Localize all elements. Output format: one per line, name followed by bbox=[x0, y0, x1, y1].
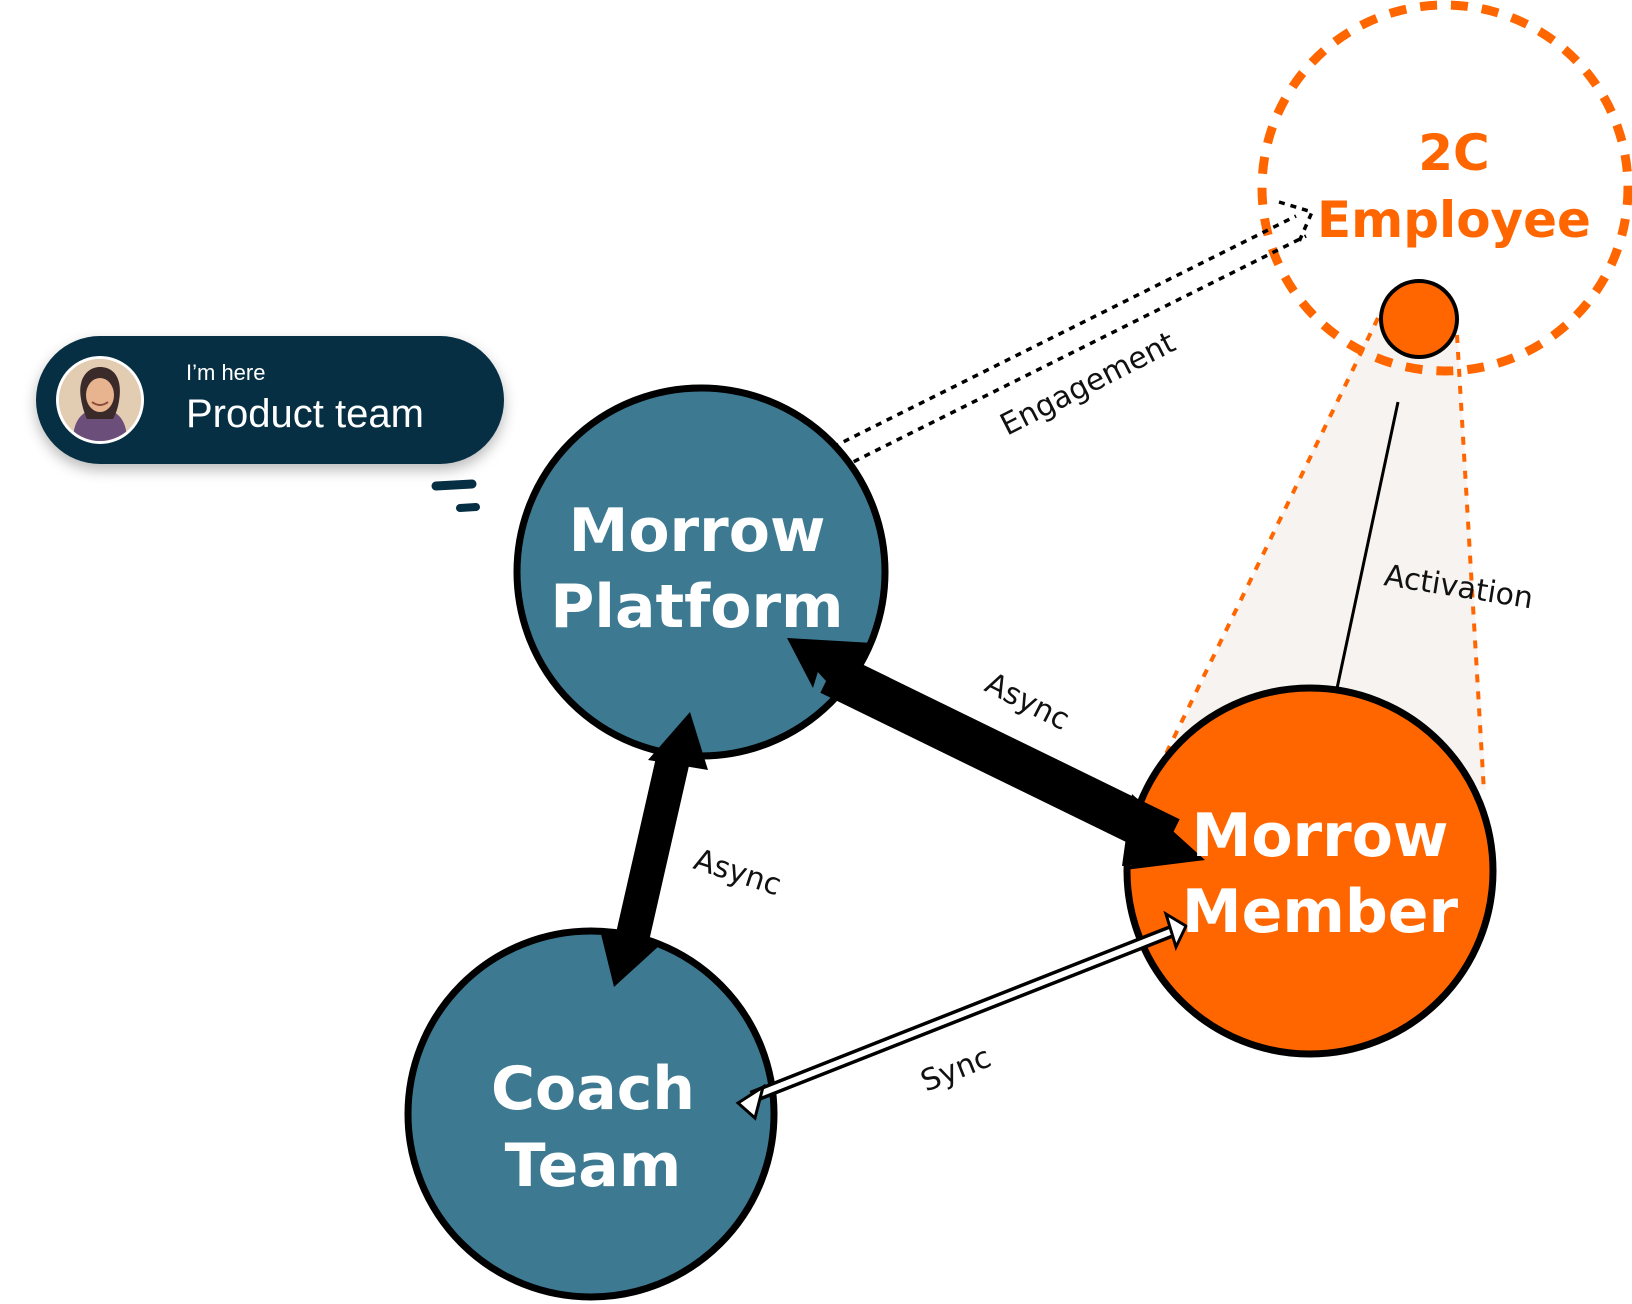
activation-arrow bbox=[1324, 401, 1400, 741]
async-platform-coach-label: Async bbox=[690, 842, 786, 903]
employee-label-line2: Employee bbox=[1317, 191, 1591, 249]
sync-label: Sync bbox=[916, 1040, 996, 1100]
engagement-label: Engagement bbox=[995, 325, 1182, 443]
async-platform-coach-arrow bbox=[600, 712, 708, 987]
activation-cone-edge-left bbox=[1162, 317, 1380, 759]
engagement-arrow bbox=[805, 200, 1315, 478]
morrow-platform-label-line2: Platform bbox=[550, 572, 843, 642]
coach-team-label-line1: Coach bbox=[491, 1054, 695, 1124]
morrow-member-label-line2: Member bbox=[1182, 877, 1459, 947]
badge-title: Product team bbox=[186, 392, 424, 436]
async-platform-member-arrow bbox=[787, 638, 1205, 870]
sync-arrow bbox=[735, 910, 1188, 1121]
morrow-member-label-line1: Morrow bbox=[1192, 801, 1449, 871]
employee-node[interactable] bbox=[1257, 0, 1632, 376]
employee-label-line1: 2C bbox=[1418, 124, 1489, 182]
speech-tail-icon bbox=[431, 479, 480, 512]
async-platform-member-label: Async bbox=[979, 666, 1075, 738]
coach-team-node[interactable] bbox=[404, 927, 778, 1301]
morrow-platform-label-line1: Morrow bbox=[569, 496, 826, 566]
activation-cone bbox=[1166, 312, 1486, 790]
badge-subtitle: I’m here bbox=[186, 360, 266, 385]
morrow-member-node[interactable] bbox=[1123, 684, 1497, 1058]
activation-cone-edge-right bbox=[1454, 317, 1486, 793]
employee-dot bbox=[1379, 279, 1459, 359]
user-avatar-icon bbox=[56, 356, 144, 444]
location-badge: I’m here Product team bbox=[36, 336, 504, 464]
coach-team-label-line2: Team bbox=[505, 1131, 682, 1201]
